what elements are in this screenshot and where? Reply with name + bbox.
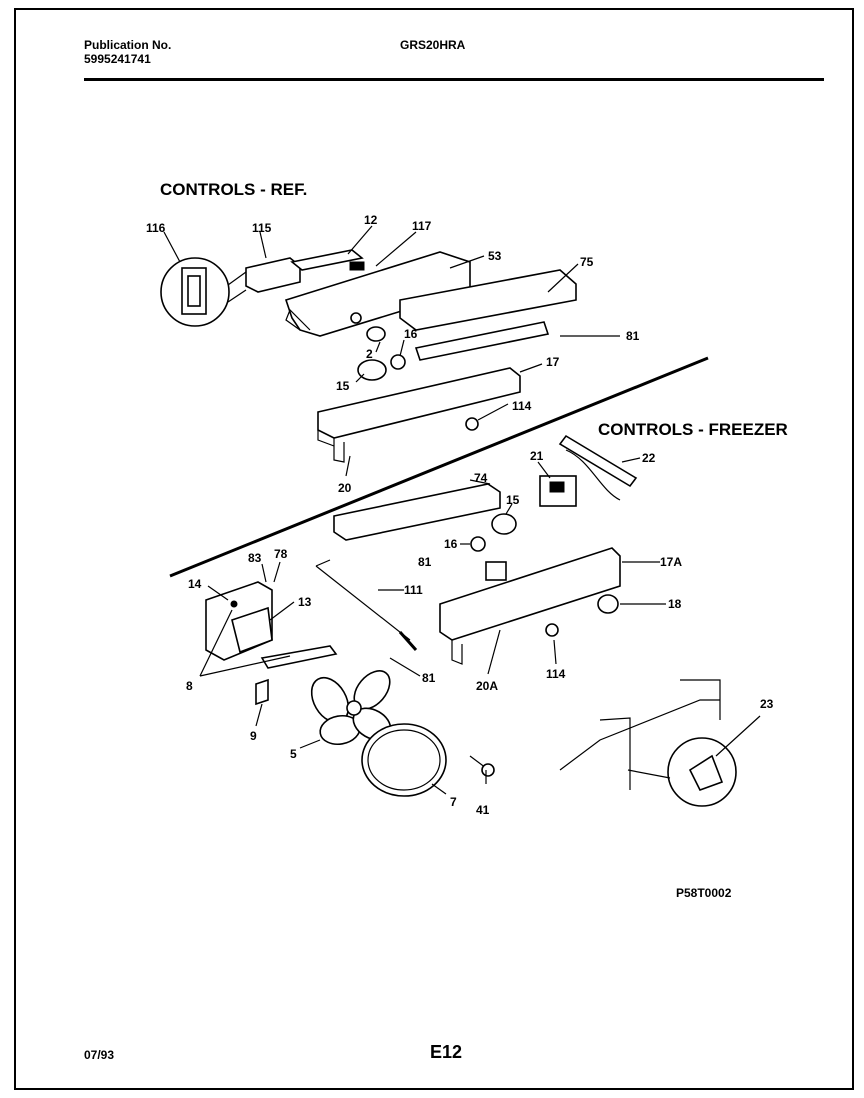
callout-8: 8 bbox=[186, 679, 193, 693]
callout-22: 22 bbox=[642, 451, 656, 465]
fan-blade-part-5 bbox=[310, 670, 392, 746]
callout-13: 13 bbox=[298, 595, 312, 609]
callout-2: 2 bbox=[366, 347, 373, 361]
knob-part-18 bbox=[597, 594, 619, 614]
footer-page-number: E12 bbox=[430, 1042, 463, 1062]
callout-81-ref: 81 bbox=[626, 329, 640, 343]
callout-18: 18 bbox=[668, 597, 682, 611]
callout-9: 9 bbox=[250, 729, 257, 743]
publication-number: 5995241741 bbox=[84, 52, 151, 66]
callout-115: 115 bbox=[252, 221, 272, 235]
callout-81-fan: 81 bbox=[422, 671, 436, 685]
cover-part-75 bbox=[399, 269, 577, 331]
callout-111: 111 bbox=[404, 583, 423, 597]
wire-harness-part-111 bbox=[315, 565, 411, 641]
callout-21: 21 bbox=[530, 449, 544, 463]
callout-20: 20 bbox=[338, 481, 352, 495]
callout-15-ref: 15 bbox=[336, 379, 350, 393]
callout-5: 5 bbox=[290, 747, 297, 761]
thermostat-part-21 bbox=[539, 475, 577, 507]
light-bulb-part-15-freezer bbox=[491, 513, 517, 535]
callout-75: 75 bbox=[580, 255, 594, 269]
cover-lower-part-75 bbox=[414, 321, 550, 361]
callout-16-ref: 16 bbox=[404, 327, 418, 341]
light-shield-inner bbox=[187, 275, 201, 307]
light-bulb-part-15 bbox=[357, 359, 387, 381]
callout-7: 7 bbox=[450, 795, 457, 809]
knob-part-2 bbox=[366, 326, 386, 342]
connector-part-117 bbox=[349, 261, 365, 271]
callout-23: 23 bbox=[760, 697, 774, 711]
housing-part-53 bbox=[284, 251, 471, 337]
callout-17A: 17A bbox=[660, 555, 682, 569]
callout-16-freezer: 16 bbox=[444, 537, 458, 551]
motor-mount-part bbox=[260, 645, 338, 669]
callout-114-ref: 114 bbox=[512, 399, 532, 413]
callout-14: 14 bbox=[188, 577, 202, 591]
callout-114-freezer: 114 bbox=[546, 667, 566, 681]
control-panel-part-17A bbox=[439, 547, 621, 641]
screw-part-114-freezer bbox=[545, 623, 559, 637]
callout-41: 41 bbox=[476, 803, 490, 817]
diagram-code: P58T0002 bbox=[676, 886, 732, 900]
callout-15-freezer: 15 bbox=[506, 493, 520, 507]
socket-part-16-freezer bbox=[470, 536, 486, 552]
callout-117: 117 bbox=[412, 219, 432, 233]
leader-lines bbox=[163, 225, 761, 795]
screw-part-114-ref bbox=[465, 417, 479, 431]
cover-part-74 bbox=[333, 483, 501, 541]
clip-part-9 bbox=[255, 678, 269, 706]
screw-part-41 bbox=[481, 763, 495, 777]
footer-date: 07/93 bbox=[84, 1048, 115, 1062]
motor-part-13 bbox=[231, 606, 273, 654]
section-divider-line bbox=[169, 356, 709, 578]
callout-83: 83 bbox=[248, 551, 262, 565]
publication-label: Publication No. bbox=[84, 38, 172, 52]
callout-78: 78 bbox=[274, 547, 288, 561]
socket-part-16 bbox=[390, 354, 406, 370]
header-rule bbox=[84, 78, 824, 81]
callout-20A: 20A bbox=[476, 679, 498, 693]
page-border bbox=[14, 8, 854, 1090]
capillary-tube-part-22 bbox=[558, 434, 638, 488]
section-title-ref: CONTROLS - REF. bbox=[160, 180, 308, 199]
model-number: GRS20HRA bbox=[400, 38, 466, 52]
callout-74: 74 bbox=[474, 471, 488, 485]
callout-12: 12 bbox=[364, 213, 378, 227]
callout-53: 53 bbox=[488, 249, 502, 263]
callout-81-freezer: 81 bbox=[418, 555, 432, 569]
section-title-freezer: CONTROLS - FREEZER bbox=[598, 420, 788, 439]
bracket-part-12 bbox=[290, 249, 364, 271]
callout-17: 17 bbox=[546, 355, 560, 369]
callout-116: 116 bbox=[146, 221, 166, 235]
fan-shroud-part-7 bbox=[361, 723, 447, 797]
switch-part-115 bbox=[245, 257, 301, 293]
